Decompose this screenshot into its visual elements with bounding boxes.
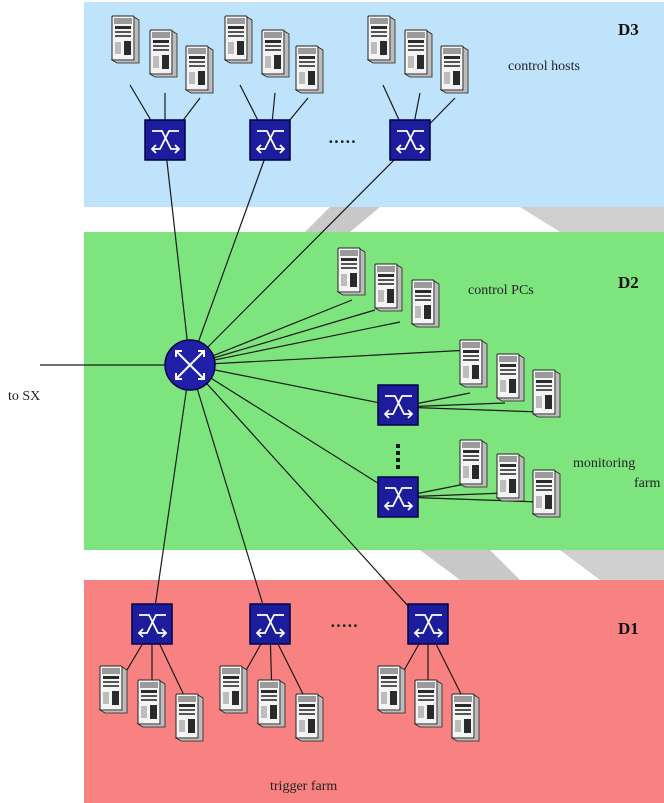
server-tower-icon	[451, 693, 480, 742]
server-tower-icon	[496, 353, 525, 402]
server-tower-icon	[257, 679, 286, 728]
network-switch-icon	[144, 119, 186, 161]
network-switch-icon	[377, 384, 419, 426]
control-pcs-label: control PCs	[468, 283, 534, 298]
zone-d2-label: D2	[618, 273, 639, 292]
network-switch-icon	[249, 603, 291, 645]
server-tower-icon	[261, 29, 290, 78]
monitoring-label-line2: farm	[634, 476, 661, 491]
server-tower-icon	[224, 15, 253, 64]
network-switch-icon	[377, 476, 419, 518]
server-tower-icon	[337, 247, 366, 296]
shadow-band-lower-right	[560, 550, 664, 580]
server-tower-icon	[532, 369, 561, 418]
network-switch-icon	[249, 119, 291, 161]
server-tower-icon	[411, 279, 440, 328]
to-sx-label: to SX	[8, 389, 40, 404]
zone-d3-label: D3	[618, 20, 639, 39]
server-tower-icon	[175, 693, 204, 742]
server-tower-icon	[219, 665, 248, 714]
server-tower-icon	[295, 693, 324, 742]
zone-d1-background	[84, 580, 664, 803]
server-tower-icon	[459, 339, 488, 388]
server-tower-icon	[149, 29, 178, 78]
server-tower-icon	[295, 45, 324, 94]
server-tower-icon	[374, 263, 403, 312]
network-switch-icon	[131, 603, 173, 645]
server-tower-icon	[496, 453, 525, 502]
network-switch-icon	[407, 603, 449, 645]
server-tower-icon	[185, 45, 214, 94]
network-switch-icon	[389, 119, 431, 161]
server-tower-icon	[367, 15, 396, 64]
server-tower-icon	[377, 665, 406, 714]
shadow-band-upper	[305, 207, 380, 232]
trigger-farm-label: trigger farm	[270, 779, 337, 794]
shadow-band-lower	[420, 550, 520, 580]
d3-ellipsis: ·····	[328, 132, 356, 151]
control-hosts-label: control hosts	[508, 59, 580, 74]
router-icon	[164, 339, 216, 391]
zone-d1-label: D1	[618, 619, 639, 638]
server-tower-icon	[137, 679, 166, 728]
server-tower-icon	[414, 679, 443, 728]
server-tower-icon	[99, 665, 128, 714]
server-tower-icon	[532, 469, 561, 518]
monitoring-vertical-ellipsis	[396, 444, 400, 469]
shadow-band-upper-right	[520, 207, 664, 232]
monitoring-label-line1: monitoring	[573, 456, 635, 471]
server-tower-icon	[404, 29, 433, 78]
server-tower-icon	[440, 45, 469, 94]
server-tower-icon	[111, 15, 140, 64]
zone-d2-background	[84, 232, 664, 550]
d1-ellipsis: ·····	[330, 616, 358, 635]
server-tower-icon	[459, 439, 488, 488]
